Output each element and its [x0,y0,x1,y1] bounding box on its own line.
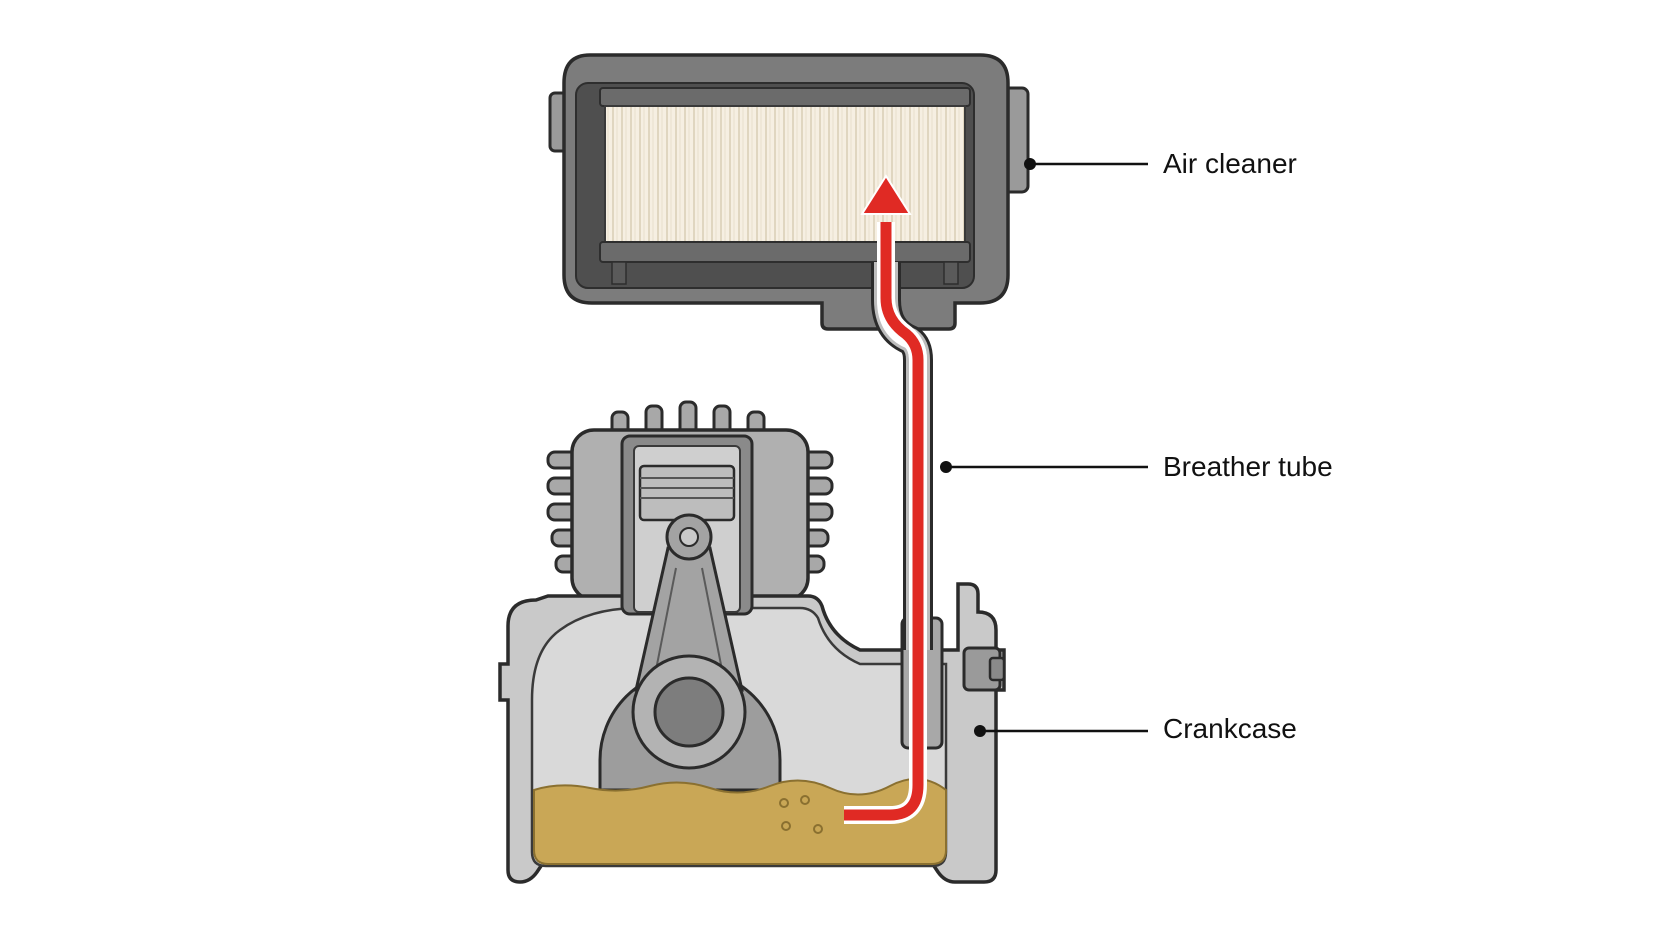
air-filter-element [599,87,971,285]
label-crankcase: Crankcase [1163,713,1297,744]
label-air-cleaner: Air cleaner [1163,148,1297,179]
oil-sump [533,778,947,865]
leader-dot-icon [940,461,952,473]
leader-dot-icon [1024,158,1036,170]
air-cleaner-housing [548,53,1030,331]
crankshaft [598,513,782,792]
leader-dot-icon [974,725,986,737]
label-breather-tube: Breather tube [1163,451,1333,482]
leader-lines [948,162,1148,733]
piston [638,464,736,522]
red-flow-arrow-icon [844,174,927,824]
